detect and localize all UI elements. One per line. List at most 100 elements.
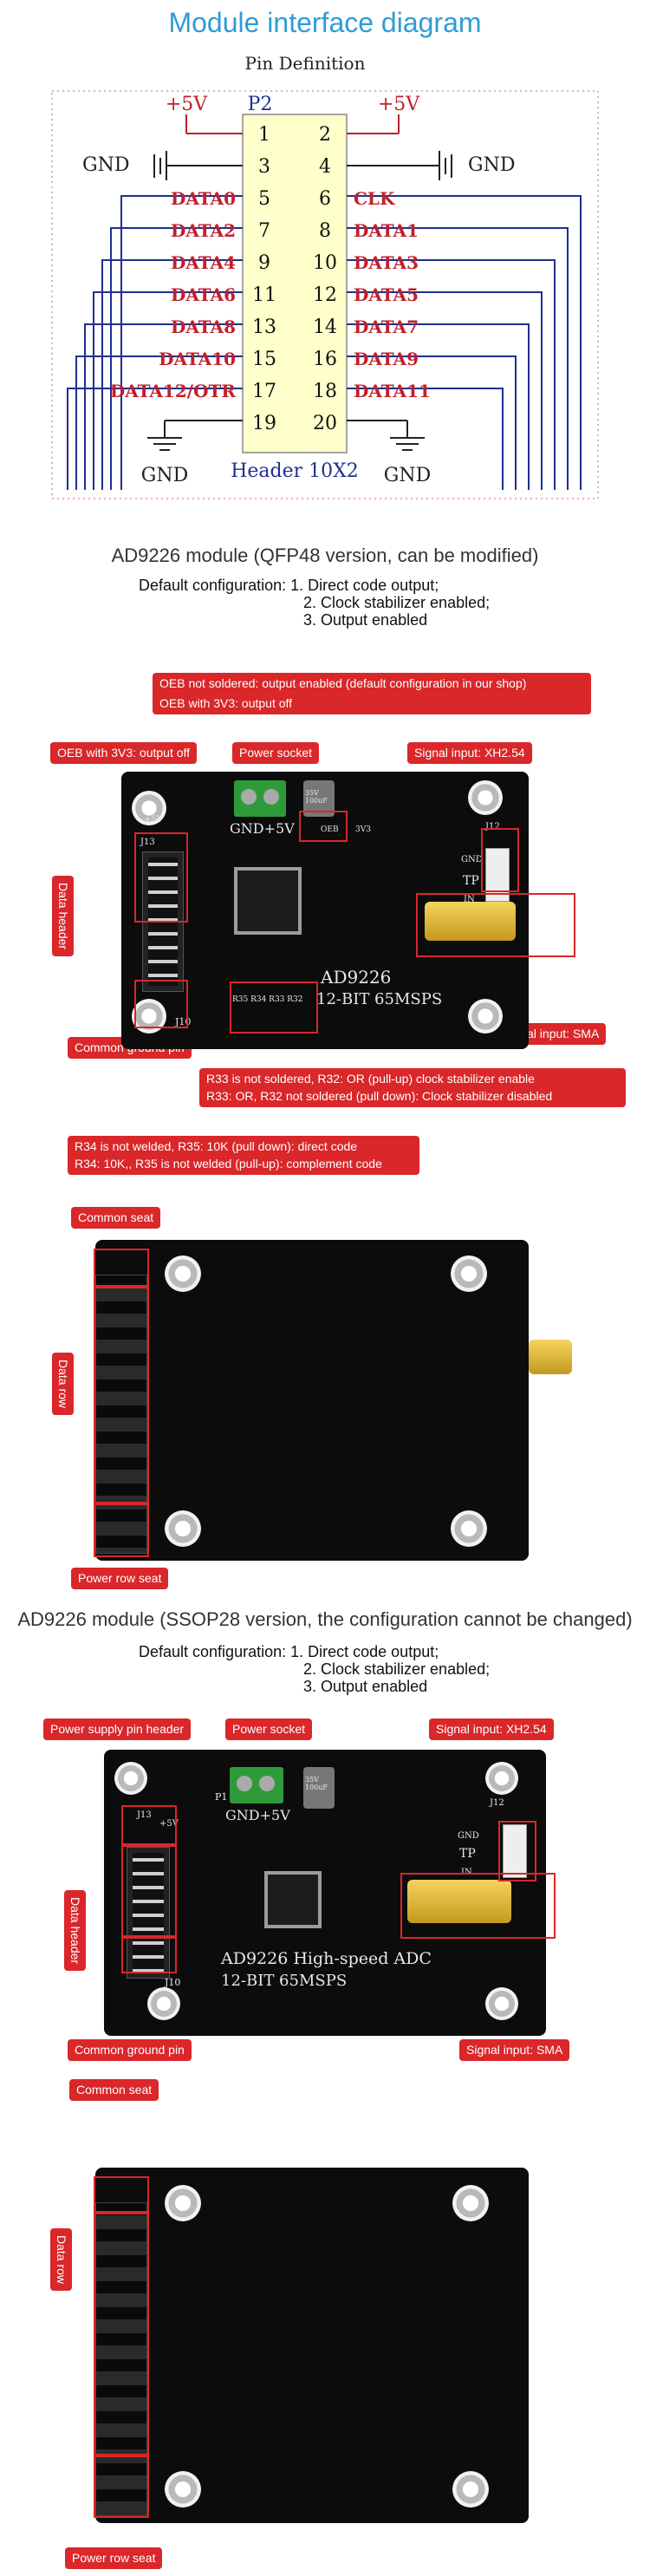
qfp-board-back [95,1240,572,1561]
pin-number-left: 11 [252,284,276,306]
ssop-board-front: GND+5V 35V 100uF P1 AD9226 High-speed AD… [104,1750,546,2036]
pin-number-right: 4 [319,156,331,178]
ssop-back-data-highlight [94,2211,149,2457]
qfp-oeb-line1: OEB not soldered: output enabled (defaul… [159,676,527,690]
pin-number-right: 6 [319,188,331,210]
ssop-config: Default configuration: 1. Direct code ou… [139,1643,490,1695]
qfp-silk-j13: J13 [140,838,155,847]
qfp-config-1: 1. Direct code output; [290,577,439,594]
mount-hole [468,999,503,1034]
pin-signal-right: DATA11 [354,381,431,401]
pin-number-right: 10 [313,252,337,274]
ssop-silk-spec: 12-BIT 65MSPS [221,1972,348,1990]
ssop-back-power-highlight [94,2454,149,2518]
connector-footer: Header 10X2 [231,460,359,482]
female-header [95,1275,147,1554]
adc-chip [234,867,302,935]
mount-hole [165,2185,201,2221]
qfp-back-power-row: Power row seat [71,1568,169,1589]
qfp-data-header-callout: Data header [52,876,74,957]
qfp-title: AD9226 module (QFP48 version, can be mod… [111,545,539,566]
qfp-silk-tp: TP [463,874,479,888]
mount-hole [147,1987,180,2020]
pin-number-right: 20 [313,413,337,434]
pin-signal-left: DATA10 [159,349,236,369]
ssop-sma-highlight [400,1873,556,1939]
mount-hole [452,2185,489,2221]
ssop-silk-cap: 35V 100uF [305,1776,328,1791]
mount-hole [165,1510,201,1547]
qfp-silk-p5v: +5V [144,815,163,825]
qfp-r34-line1: R34 is not welded, R35: 10K (pull down):… [75,1139,358,1153]
left-wires [67,195,243,490]
qfp-res-highlight [230,981,318,1034]
ssop-silk-j13: J13 [137,1810,152,1820]
ssop-power-socket-callout: Power socket [225,1718,313,1740]
qfp-oeb-highlight [299,811,348,842]
pin-signal-left: DATA6 [171,284,236,305]
qfp-header-highlight [134,832,188,923]
mount-hole [165,2471,201,2508]
pin-number-right: 14 [313,316,337,338]
xh-connector[interactable] [485,848,510,902]
ssop-signal-sma-callout: Signal input: SMA [459,2039,570,2061]
pin-signal-right: DATA1 [354,220,419,241]
right-wires [347,195,582,490]
qfp-back-data-highlight [94,1285,149,1505]
ssop-xh-highlight [498,1821,536,1881]
ssop-back-common-seat: Common seat [69,2079,159,2101]
qfp-silk-gnd5v: GND+5V [230,820,295,837]
qfp-config-2: 2. Clock stabilizer enabled; [303,594,491,611]
ssop-back-data-row: Data row [50,2228,72,2292]
qfp-silk-chip: AD9226 [321,967,392,988]
sma-connector[interactable] [425,902,516,941]
power-socket[interactable] [234,780,286,817]
xh-connector[interactable] [503,1824,527,1878]
ssop-header-highlight [121,1843,177,1939]
qfp-silk-spec: 12-BIT 65MSPS [316,990,443,1008]
pin-number-right: 18 [313,381,337,402]
pin-signal-left: DATA4 [171,252,236,273]
qfp-signal-xh-callout: Signal input: XH2.54 [407,742,532,764]
pin-number-left: 7 [258,220,270,242]
qfp-r33-line1: R33 is not soldered, R32: OR (pull-up) c… [206,1072,535,1086]
data-header[interactable] [127,1847,170,1979]
bottom-left-gnd: GND [141,465,188,486]
ssop-silk-gnd5v: GND+5V [225,1807,290,1823]
qfp-back-seat-highlight [94,1249,149,1288]
qfp-back-common-seat: Common seat [71,1207,161,1229]
pin-signal-left: DATA2 [171,220,236,241]
pin-number-left: 17 [252,381,276,402]
pinout-diagram: Pin Definition P2 Header 10X2 +5V +5V GN… [0,52,650,503]
pin-signal-right: CLK [354,188,395,209]
pin-number-right: 12 [313,284,337,306]
pin-number-right: 16 [313,349,337,370]
pin-number-right: 8 [319,220,331,242]
qfp-back-data-row: Data row [52,1353,74,1416]
pin-signal-left: DATA12/OTR [110,381,237,401]
pin-signal-right: DATA7 [354,316,419,337]
capacitor [303,1767,335,1809]
sma-connector[interactable] [407,1880,511,1923]
page-title: Module interface diagram [168,7,482,38]
ssop-silk-p1: P1 [215,1791,228,1803]
mount-hole [485,1762,518,1795]
ssop-silk-p5v: +5V [159,1819,179,1829]
pin-number-left: 15 [252,349,276,370]
bottom-right-gnd: GND [384,465,431,486]
mount-hole [451,1510,487,1547]
ssop-config-label: Default configuration: [139,1643,287,1660]
ssop-back-seat-highlight [94,2176,149,2214]
right-gnd-label: GND [468,154,515,176]
pin-number-left: 13 [252,316,276,338]
qfp-config-3: 3. Output enabled [303,611,428,629]
qfp-ground-highlight [134,980,188,1028]
power-socket[interactable] [230,1767,283,1803]
pin-signal-right: DATA5 [354,284,419,305]
qfp-config: Default configuration: 1. Direct code ou… [139,577,490,629]
left-gnd-label: GND [82,154,129,176]
qfp-board-front: GND+5V 35V 100uF OEB 3V3 AD9226 12-BIT 6… [121,772,529,1049]
ssop-back-power-row: Power row seat [65,2547,163,2569]
ssop-signal-xh-callout: Signal input: XH2.54 [429,1718,554,1740]
pin-signal-left: DATA8 [171,316,236,337]
